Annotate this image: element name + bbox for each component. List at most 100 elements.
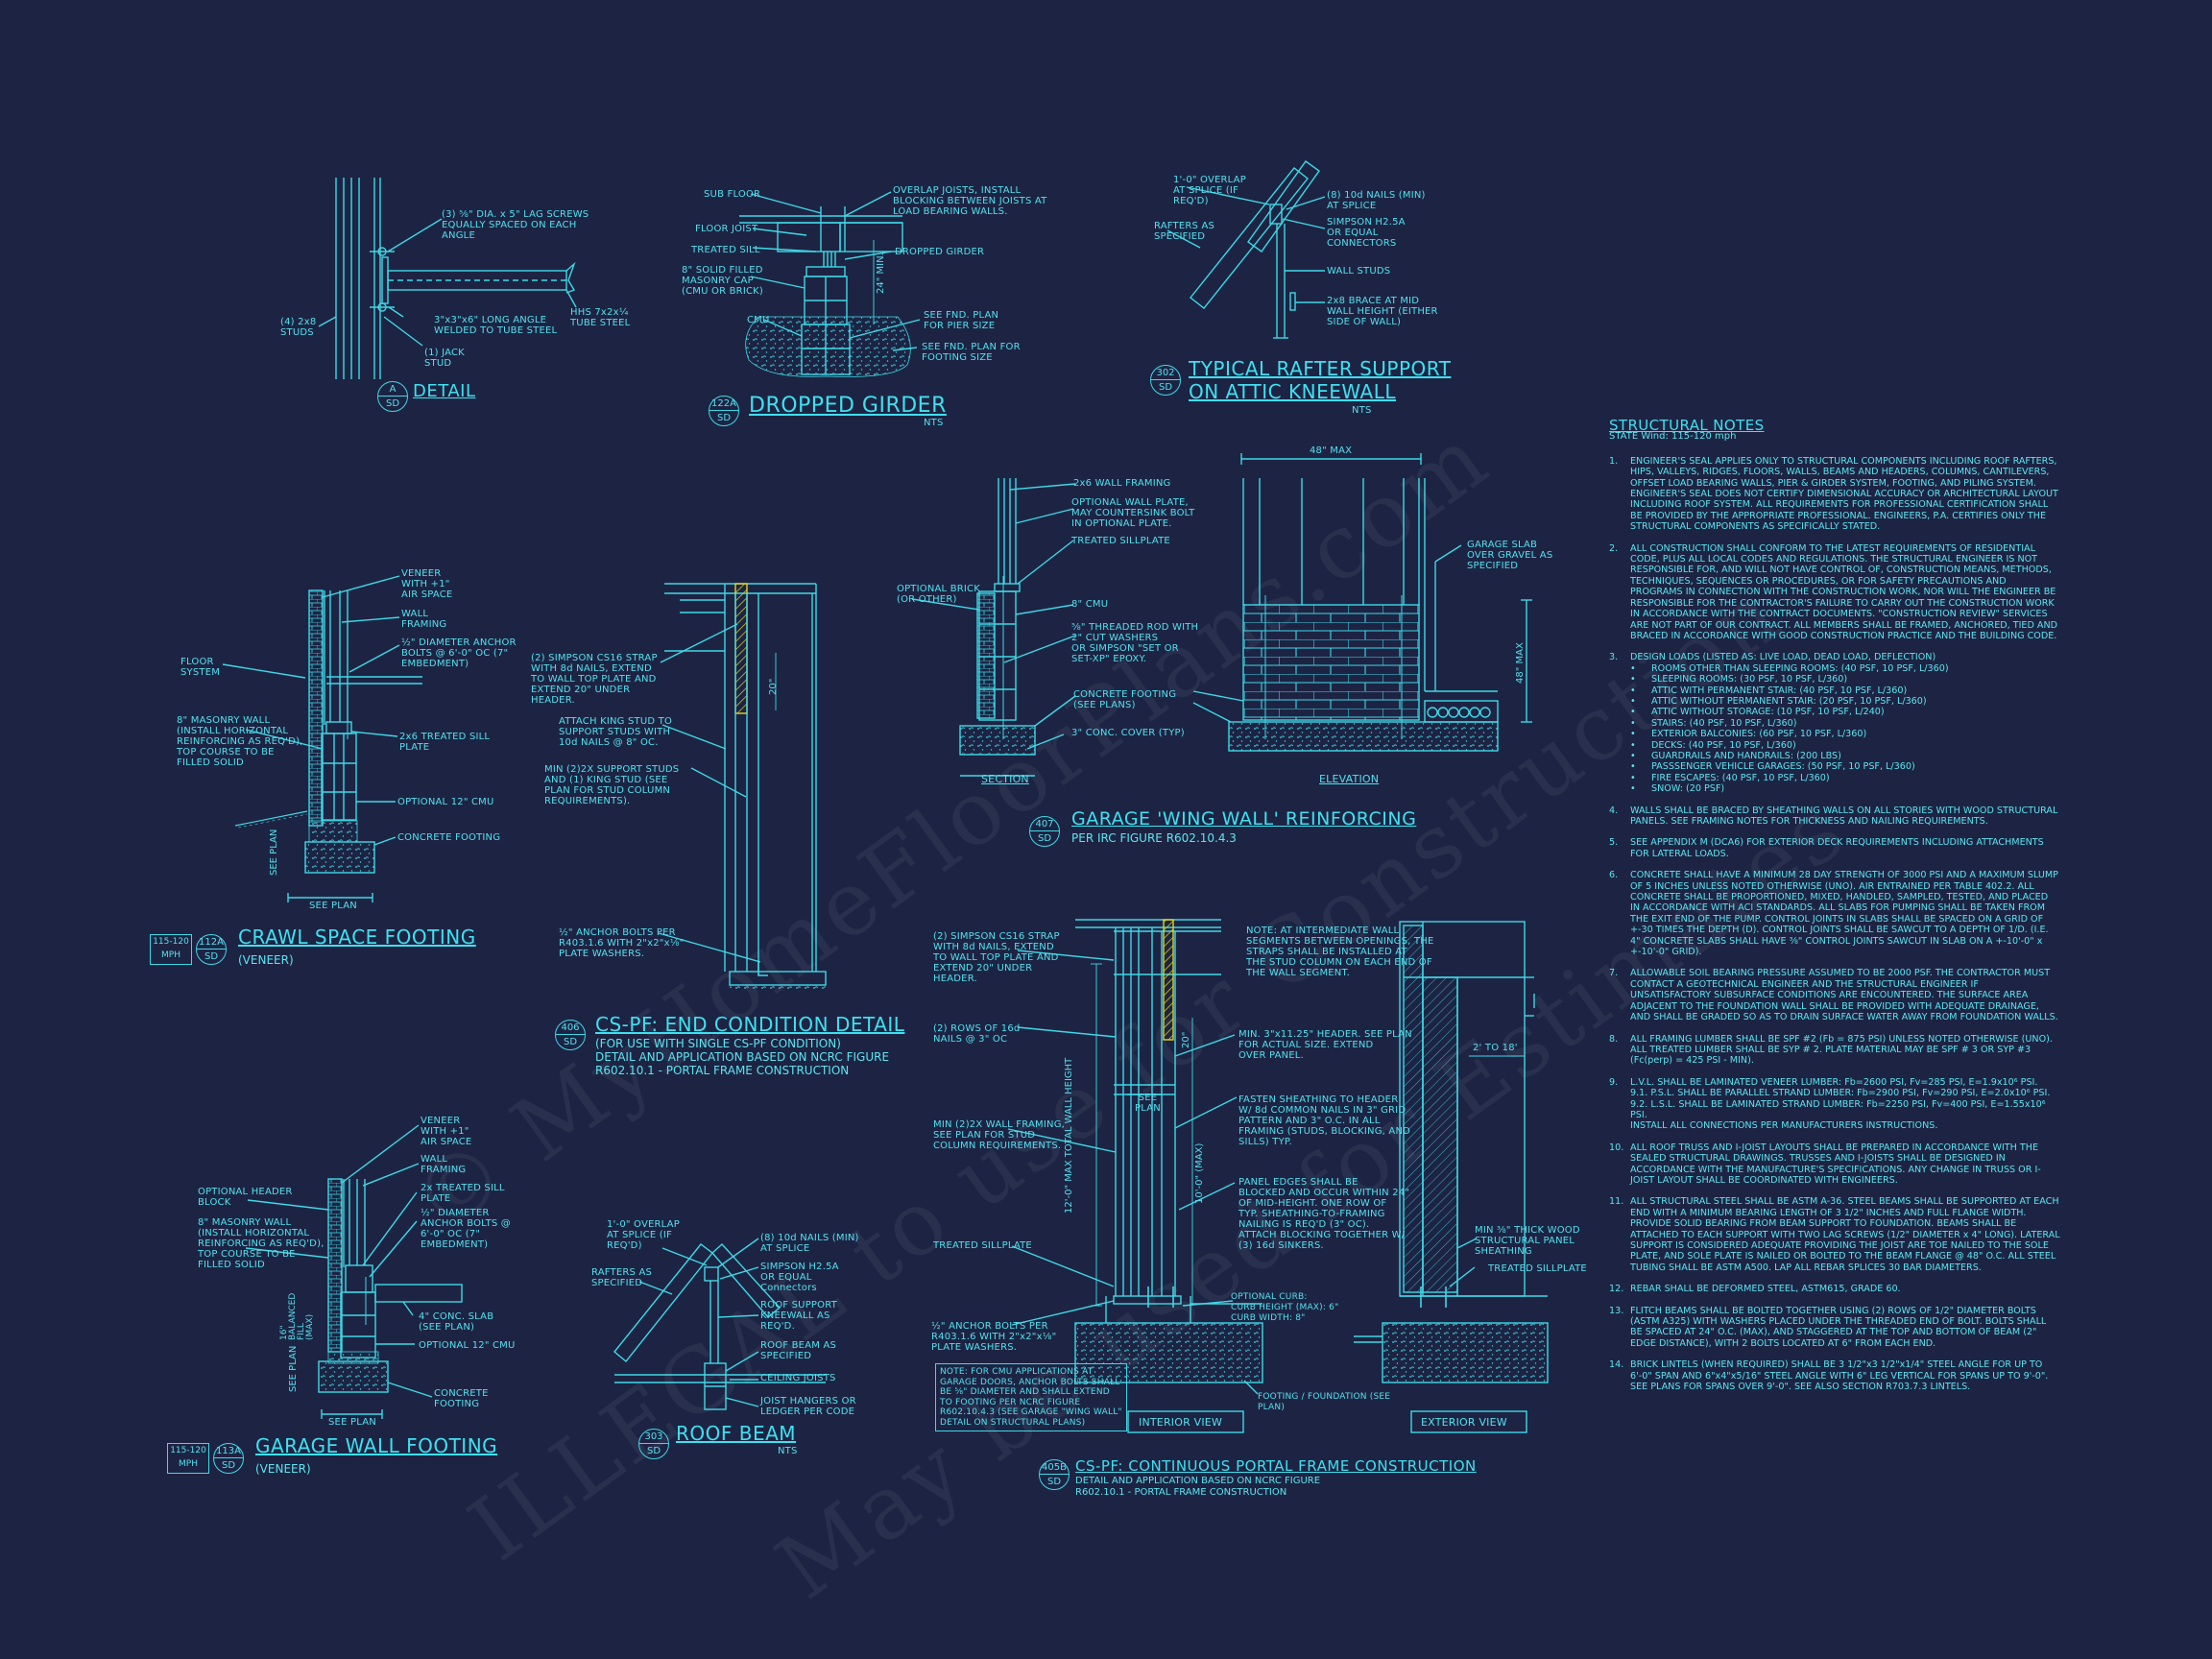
design-load-item: •ATTIC WITH PERMANENT STAIR: (40 PSF, 10…	[1630, 685, 2060, 696]
section-caption: SECTION	[981, 773, 1029, 785]
note-text: BRICK LINTELS (WHEN REQUIRED) SHALL BE 3…	[1630, 1359, 2049, 1393]
bullet-icon: •	[1630, 685, 1636, 696]
label-bolts: ½" ANCHOR BOLTS PER R403.1.6 WITH 2"x2"x…	[559, 927, 685, 959]
design-load-item: •GUARDRAILS AND HANDRAILS: (200 LBS)	[1630, 751, 2060, 761]
bullet-icon: •	[1630, 739, 1636, 751]
detail-a-drawing	[318, 178, 577, 379]
label-hss: HHS 7x2x¼ TUBE STEEL	[570, 307, 631, 328]
bullet-icon: •	[1630, 674, 1636, 685]
portal-frame-drawing	[1007, 919, 1549, 1433]
label-overlap: 1'-0" OVERLAP AT SPLICE (IF REQ'D)	[607, 1219, 680, 1251]
label-strap: (2) SIMPSON CS16 STRAP WITH 8d NAILS, EX…	[531, 653, 658, 706]
note-text: DESIGN LOADS (LISTED AS: LIVE LOAD, DEAD…	[1630, 652, 1936, 663]
label-floor: FLOOR SYSTEM	[180, 657, 221, 678]
structural-note: 11. ALL STRUCTURAL STEEL SHALL BE ASTM A-…	[1609, 1196, 2060, 1273]
note-text: SEE APPENDIX M (DCA6) FOR EXTERIOR DECK …	[1630, 837, 2044, 859]
note-text-block: ALL FRAMING LUMBER SHALL BE SPF #2 (Fb =…	[1630, 1034, 2060, 1067]
note-number: 4.	[1609, 805, 1619, 816]
rafter-scale: NTS	[1352, 405, 1372, 416]
label-dim-20: 20"	[1181, 1031, 1191, 1048]
design-load-text: PASSSENGER VEHICLE GARAGES: (50 PSF, 10 …	[1651, 761, 1915, 773]
design-load-text: FIRE ESCAPES: (40 PSF, 10 PSF, L/360)	[1651, 772, 1830, 783]
label-simpson: SIMPSON H2.5A OR EQUAL CONNECTORS	[1327, 217, 1406, 249]
label-rod: ⅝" THREADED ROD WITH 2" CUT WASHERS OR S…	[1071, 622, 1199, 664]
design-load-text: ROOMS OTHER THAN SLEEPING ROOMS: (40 PSF…	[1651, 662, 1949, 674]
structural-note: 9.L.V.L. SHALL BE LAMINATED VENEER LUMBE…	[1609, 1077, 2060, 1132]
design-load-item: •ATTIC WITHOUT STORAGE: (10 PSF, 10 PSF,…	[1630, 707, 2060, 717]
note-number: 10.	[1609, 1142, 1624, 1153]
note-text: WALLS SHALL BE BRACED BY SHEATHING WALLS…	[1630, 805, 2058, 827]
note-text: L.V.L. SHALL BE LAMINATED VENEER LUMBER:…	[1630, 1076, 2051, 1132]
note-text: CONCRETE SHALL HAVE A MINIMUM 28 DAY STR…	[1630, 870, 2058, 958]
label-ceiling: CEILING JOISTS	[760, 1373, 836, 1383]
note-text-block: ALL CONSTRUCTION SHALL CONFORM TO THE LA…	[1630, 543, 2060, 642]
label-slab: GARAGE SLAB OVER GRAVEL AS SPECIFIED	[1467, 540, 1553, 571]
roof-beam-title: ROOF BEAM	[676, 1422, 797, 1445]
label-minwall: MIN (2)2X WALL FRAMING, SEE PLAN FOR STU…	[933, 1119, 1066, 1151]
crawl-sub: (VENEER)	[238, 953, 294, 967]
label-studs: WALL STUDS	[1327, 266, 1391, 276]
design-load-text: GUARDRAILS AND HANDRAILS: (200 LBS)	[1651, 750, 1841, 761]
wing-wall-section-drawing	[911, 478, 1076, 777]
design-load-text: ATTIC WITHOUT STORAGE: (10 PSF, 10 PSF, …	[1651, 707, 1885, 718]
label-see-plan-vertical: SEE PLAN	[288, 1345, 299, 1392]
label-cmu: OPTIONAL 12" CMU	[419, 1340, 516, 1351]
note-text: ALL ROOF TRUSS AND I-JOIST LAYOUTS SHALL…	[1630, 1142, 2041, 1186]
label-jack: (1) JACK STUD	[424, 348, 465, 369]
label-24min: 24" MIN.	[876, 252, 886, 294]
garage-title: GARAGE WALL FOOTING	[255, 1434, 498, 1457]
end-condition-drawing	[658, 583, 827, 991]
note-text-block: ALL STRUCTURAL STEEL SHALL BE ASTM A-36.…	[1630, 1196, 2060, 1273]
note-text: ALL CONSTRUCTION SHALL CONFORM TO THE LA…	[1630, 542, 2058, 641]
note-text-block: SEE APPENDIX M (DCA6) FOR EXTERIOR DECK …	[1630, 837, 2060, 859]
label-sill: 2x TREATED SILL PLATE	[421, 1183, 505, 1204]
note-number: 13.	[1609, 1305, 1624, 1316]
label-cmu: OPTIONAL 12" CMU	[397, 797, 494, 807]
label-sill: TREATED SILL	[691, 245, 760, 255]
label-simpson: SIMPSON H2.5A OR EQUAL Connectors	[760, 1262, 839, 1293]
note-number: 11.	[1609, 1196, 1624, 1208]
structural-note: 1.ENGINEER'S SEAL APPLIES ONLY TO STRUCT…	[1609, 456, 2060, 533]
design-load-item: • PASSSENGER VEHICLE GARAGES: (50 PSF, 10…	[1630, 761, 2060, 772]
label-nails: (8) 10d NAILS (MIN) AT SPLICE	[1327, 190, 1426, 211]
label-48-max-vertical: 48" MAX	[1515, 642, 1526, 684]
structural-notes-title: STRUCTURAL NOTES	[1609, 417, 1765, 434]
structural-note: 13.FLITCH BEAMS SHALL BE BOLTED TOGETHER…	[1609, 1306, 2060, 1350]
label-48-max: 48" MAX	[1310, 445, 1353, 456]
portal-frame-sub: DETAIL AND APPLICATION BASED ON NCRC FIG…	[1075, 1476, 1321, 1498]
bullet-icon: •	[1630, 761, 1636, 773]
structural-note: 4. WALLS SHALL BE BRACED BY SHEATHING WAL…	[1609, 805, 2060, 828]
label-panel: PANEL EDGES SHALL BE BLOCKED AND OCCUR W…	[1238, 1177, 1410, 1251]
label-note: NOTE: AT INTERMEDIATE WALL SEGMENTS BETW…	[1246, 926, 1434, 978]
design-load-item: •EXTERIOR BALCONIES: (60 PSF, 10 PSF, L/…	[1630, 729, 2060, 739]
label-see-plan: SEE PLAN	[328, 1417, 376, 1428]
note-text-block: REBAR SHALL BE DEFORMED STEEL, ASTM615, …	[1630, 1284, 2060, 1294]
design-load-item: •SNOW: (20 PSF)	[1630, 783, 2060, 794]
note-number: 1.	[1609, 455, 1619, 467]
label-masonry: 8" MASONRY WALL (INSTALL HORIZONTAL REIN…	[177, 715, 303, 768]
rafter-support-drawing	[1166, 160, 1326, 339]
label-cover: 3" CONC. COVER (TYP)	[1071, 728, 1185, 738]
note-text-block: CONCRETE SHALL HAVE A MINIMUM 28 DAY STR…	[1630, 870, 2060, 957]
label-see-plan: SEE PLAN	[1135, 1093, 1161, 1114]
label-fill: 16" BALANCED FILL (MAX)	[279, 1292, 315, 1340]
design-load-text: ATTIC WITHOUT PERMANENT STAIR: (20 PSF, …	[1651, 695, 1927, 707]
design-load-text: EXTERIOR BALCONIES: (60 PSF, 10 PSF, L/3…	[1651, 729, 1867, 740]
wing-wall-elevation-drawing	[1192, 453, 1532, 752]
label-anchor: ½" DIAMETER ANCHOR BOLTS @ 6'-0" OC (7" …	[401, 637, 517, 669]
label-anchor: ½" DIAMETER ANCHOR BOLTS @ 6'-0" OC (7" …	[421, 1208, 512, 1250]
label-beam: ROOF BEAM AS SPECIFIED	[760, 1340, 837, 1361]
label-bolts: ½" ANCHOR BOLTS PER R403.1.6 WITH 2"x2"x…	[931, 1321, 1057, 1353]
dropped-girder-scale: NTS	[924, 418, 944, 428]
label-treated: TREATED SILLPLATE	[1071, 536, 1170, 546]
note-number: 5.	[1609, 837, 1619, 849]
note-number: 7.	[1609, 968, 1619, 979]
label-overlap: 1'-0" OVERLAP AT SPLICE (IF REQ'D)	[1173, 175, 1246, 206]
